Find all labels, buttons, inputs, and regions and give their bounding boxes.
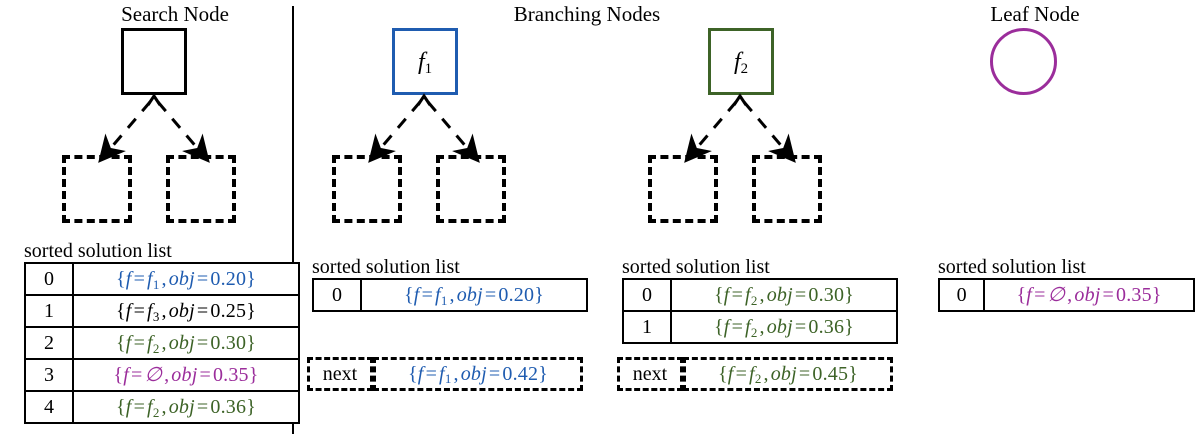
row-value: {f=f2,obj=0.36} [72,390,300,424]
table-row[interactable]: 0 {f=f1,obj=0.20} [312,278,588,312]
branching-node-f1-solution-table: 0 {f=f1,obj=0.20} [312,278,588,312]
table-row[interactable]: 0 {f=f1,obj=0.20} [24,262,300,296]
branching-node-f2-child-right-placeholder [752,155,822,223]
row-index: 0 [312,278,362,312]
table-row[interactable]: 0 {f=∅,obj=0.35} [937,278,1195,312]
branching-node-f2-list-caption: sorted solution list [622,256,770,278]
row-value: {f=f2,obj=0.36} [670,310,898,344]
branching-node-f2-label: f2 [733,48,749,78]
section-title-search-node: Search Node [121,2,229,26]
row-value: {f=f2,obj=0.30} [72,326,300,360]
leaf-node-solution-table: 0 {f=∅,obj=0.35} [937,278,1195,312]
branching-node-f2-next-row[interactable]: next {f=f2,obj=0.45} [617,357,893,391]
search-node-box [121,28,187,95]
next-label: next [617,357,683,391]
branching-node-f2-solution-table: 0 {f=f2,obj=0.30} 1 {f=f2,obj=0.36} [622,278,898,344]
next-value: {f=f2,obj=0.45} [683,357,893,391]
row-index: 0 [937,278,986,312]
branching-node-f1-next-row[interactable]: next {f=f1,obj=0.42} [307,357,583,391]
row-index: 0 [24,262,74,296]
search-node-child-right-placeholder [166,155,236,223]
row-index: 1 [622,310,672,344]
row-value: {f=∅,obj=0.35} [983,278,1195,312]
branching-node-f1-child-right-placeholder [436,155,506,223]
search-node-solution-table: 0 {f=f1,obj=0.20} 1 {f=f3,obj=0.25} 2 {f… [24,262,300,424]
row-index: 4 [24,390,74,424]
row-value: {f=f1,obj=0.20} [72,262,300,296]
next-value: {f=f1,obj=0.42} [373,357,583,391]
leaf-node-list-caption: sorted solution list [938,256,1086,278]
column-divider [292,6,294,434]
search-node-branch-arrows [98,93,210,163]
row-index: 2 [24,326,74,360]
branching-node-f2-box: f2 [708,28,774,95]
branching-node-f2-branch-arrows [684,93,796,163]
table-row[interactable]: 2 {f=f2,obj=0.30} [24,326,300,360]
table-row[interactable]: 0 {f=f2,obj=0.30} [622,278,898,312]
row-value: {f=f1,obj=0.20} [360,278,588,312]
branching-node-f1-branch-arrows [368,93,480,163]
search-node-child-left-placeholder [62,155,132,223]
section-title-branching-nodes: Branching Nodes [513,2,661,26]
row-index: 1 [24,294,74,328]
section-title-leaf-node: Leaf Node [990,2,1080,26]
branching-node-f1-child-left-placeholder [332,155,402,223]
branching-node-f1-label: f1 [417,48,433,78]
branching-node-f1-box: f1 [392,28,458,95]
table-row[interactable]: 1 {f=f3,obj=0.25} [24,294,300,328]
row-index: 0 [622,278,672,312]
row-value: {f=f2,obj=0.30} [670,278,898,312]
row-value: {f=f3,obj=0.25} [72,294,300,328]
table-row[interactable]: 4 {f=f2,obj=0.36} [24,390,300,424]
row-value: {f=∅,obj=0.35} [72,358,300,392]
table-row[interactable]: 3 {f=∅,obj=0.35} [24,358,300,392]
row-index: 3 [24,358,74,392]
table-row[interactable]: 1 {f=f2,obj=0.36} [622,310,898,344]
next-label: next [307,357,373,391]
search-node-list-caption: sorted solution list [24,240,172,262]
branching-node-f2-child-left-placeholder [648,155,718,223]
branching-node-f1-list-caption: sorted solution list [312,256,460,278]
leaf-node-circle [990,28,1057,95]
